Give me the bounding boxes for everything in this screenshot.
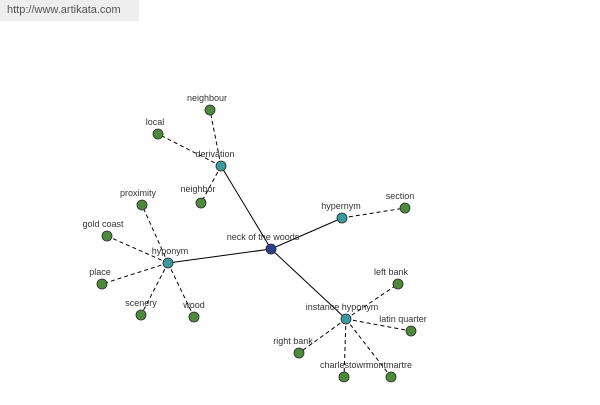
left-bank-label: left bank <box>374 267 409 277</box>
hypernym-label: hypernym <box>321 201 361 211</box>
proximity-label: proximity <box>120 188 157 198</box>
wood-label: wood <box>182 300 205 310</box>
hyponym-node <box>162 257 174 269</box>
edge-hypernym-section <box>341 207 406 219</box>
latin-quarter-node <box>405 325 417 337</box>
local-label: local <box>146 117 165 127</box>
edge-neck-of-the-woods-hyponym <box>167 248 272 264</box>
edge-instance-hyponym-charlestown <box>343 318 347 378</box>
right-bank-label: right bank <box>273 336 313 346</box>
neighbour-node <box>204 104 216 116</box>
edge-hyponym-wood <box>167 262 195 318</box>
source-url-label: http://www.artikata.com <box>0 0 139 21</box>
neck-of-the-woods-node <box>265 243 277 255</box>
hyponym-label: hyponym <box>152 246 189 256</box>
gold-coast-label: gold coast <box>82 219 124 229</box>
left-bank-node <box>392 278 404 290</box>
edge-derivation-neighbour <box>209 109 222 167</box>
instance-hyponym-label: instance hyponym <box>306 302 379 312</box>
place-node <box>96 278 108 290</box>
edge-hyponym-proximity <box>141 204 169 264</box>
edge-neck-of-the-woods-instance-hyponym <box>270 248 347 320</box>
edge-hyponym-scenery <box>140 262 169 316</box>
derivation-label: derivation <box>195 149 234 159</box>
proximity-node <box>136 199 148 211</box>
derivation-node <box>215 160 227 172</box>
montmartre-node <box>385 371 397 383</box>
edge-instance-hyponym-right-bank <box>298 318 347 354</box>
edge-hyponym-place <box>101 262 169 285</box>
latin-quarter-label: latin quarter <box>379 314 427 324</box>
scenery-node <box>135 309 147 321</box>
edge-derivation-neighbor <box>200 165 222 204</box>
right-bank-node <box>293 347 305 359</box>
charlestown-label: charlestown <box>320 360 368 370</box>
section-node <box>399 202 411 214</box>
scenery-label: scenery <box>125 298 157 308</box>
edge-neck-of-the-woods-derivation <box>220 165 272 250</box>
edge-derivation-local <box>157 133 222 167</box>
charlestown-node <box>338 371 350 383</box>
gold-coast-node <box>101 230 113 242</box>
neck-of-the-woods-label: neck of the woods <box>227 232 300 242</box>
edge-neck-of-the-woods-hypernym <box>270 217 343 250</box>
neighbor-node <box>195 197 207 209</box>
instance-hyponym-node <box>340 313 352 325</box>
local-node <box>152 128 164 140</box>
neighbour-label: neighbour <box>187 93 227 103</box>
section-label: section <box>386 191 415 201</box>
edge-instance-hyponym-montmartre <box>345 318 392 378</box>
hypernym-node <box>336 212 348 224</box>
edge-instance-hyponym-left-bank <box>345 283 399 320</box>
neighbor-label: neighbor <box>180 184 215 194</box>
montmartre-label: montmartre <box>366 360 412 370</box>
place-label: place <box>89 267 111 277</box>
wood-node <box>188 311 200 323</box>
